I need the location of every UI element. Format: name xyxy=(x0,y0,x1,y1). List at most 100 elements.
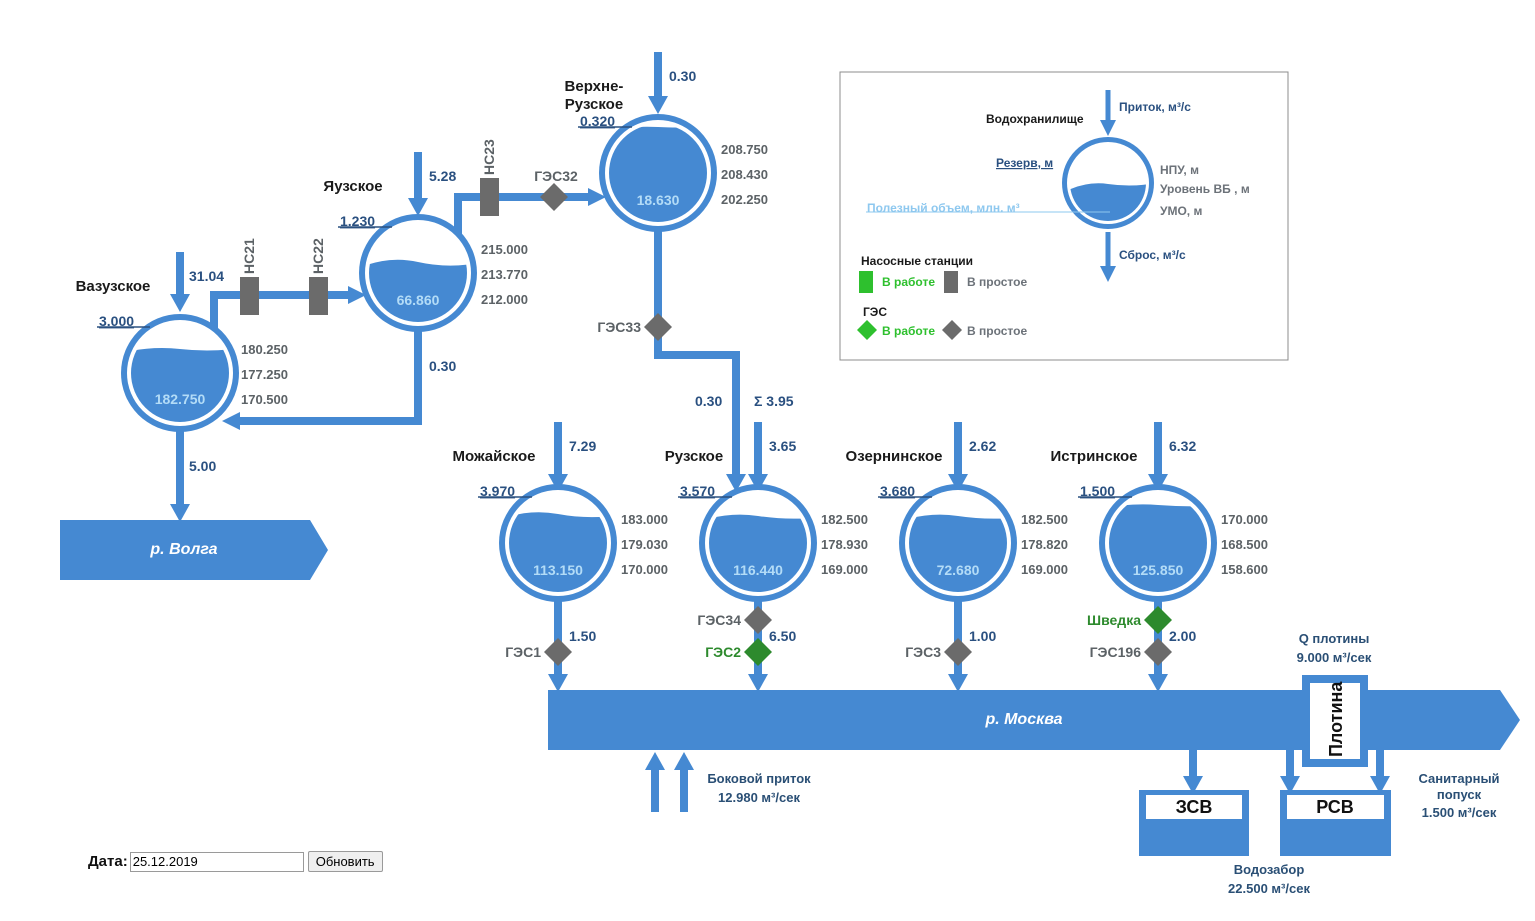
ns22-label: НС22 xyxy=(310,238,326,274)
yauzskoe-inflow: 5.28 xyxy=(429,168,456,184)
ges2-label: ГЭС2 xyxy=(705,644,741,660)
date-input[interactable] xyxy=(129,851,304,872)
reservoir-ozerninskoe[interactable]: 72.680 xyxy=(899,484,1017,602)
ruzskoe-level: 178.930 xyxy=(821,537,868,552)
legend-npu: НПУ, м xyxy=(1160,163,1199,177)
ns23-label: НС23 xyxy=(481,139,497,175)
hpp-ges1[interactable] xyxy=(544,638,572,666)
reservoir-ruzskoe[interactable]: 116.440 xyxy=(699,484,817,602)
reservoir-vazuzskoe[interactable]: 182.750 xyxy=(121,314,239,432)
moskva-river-label: р. Москва xyxy=(984,711,1062,728)
ozerninskoe-inflow: 2.62 xyxy=(969,438,996,454)
vazuzskoe-umo: 170.500 xyxy=(241,392,288,407)
ges32-label: ГЭС32 xyxy=(534,168,578,184)
ges34-label: ГЭС34 xyxy=(697,612,741,628)
intake-value: 22.500 м³/сек xyxy=(1228,881,1310,896)
pump-station-ns23[interactable] xyxy=(480,178,499,216)
mozhayskoe-reserve: 3.970 xyxy=(480,483,515,499)
ozerninskoe-reserve: 3.680 xyxy=(880,483,915,499)
legend: Водохранилище Приток, м³/с Резерв, м НПУ… xyxy=(839,71,1289,361)
legend-ges-working: В работе xyxy=(882,324,935,338)
hpp-ges34[interactable] xyxy=(744,606,772,634)
vazuzskoe-level: 177.250 xyxy=(241,367,288,382)
dam-q-title: Q плотины xyxy=(1299,631,1370,646)
legend-pump-idle: В простое xyxy=(967,275,1027,289)
verkhne-ruzskoe-name-2: Рузское xyxy=(565,96,623,113)
legend-reserve: Резерв, м xyxy=(996,156,1053,170)
zsv-label: ЗСВ xyxy=(1176,797,1213,817)
refresh-button[interactable]: Обновить xyxy=(307,851,383,872)
sanitary-line2: попуск xyxy=(1437,787,1482,802)
legend-umo: УМО, м xyxy=(1160,204,1202,218)
legend-pump-working-swatch xyxy=(859,271,873,293)
volga-river-label: р. Волга xyxy=(149,541,217,558)
ruzskoe-npu: 182.500 xyxy=(821,512,868,527)
pump-station-ns22[interactable] xyxy=(309,277,328,315)
ruzskoe-umo: 169.000 xyxy=(821,562,868,577)
pump-station-ns21[interactable] xyxy=(240,277,259,315)
ruzskoe-volume: 116.440 xyxy=(733,562,783,578)
legend-level: Уровень ВБ , м xyxy=(1160,182,1250,196)
dam[interactable]: Плотина xyxy=(1302,675,1368,767)
date-label: Дата: xyxy=(88,853,128,870)
volga-river xyxy=(60,520,328,580)
reservoir-istrinskoe[interactable]: 125.850 xyxy=(1099,484,1217,602)
legend-pump-idle-swatch xyxy=(944,271,958,293)
istrinskoe-level: 168.500 xyxy=(1221,537,1268,552)
ns21-label: НС21 xyxy=(241,238,257,274)
ruzskoe-reserve: 3.570 xyxy=(680,483,715,499)
ruzskoe-outflow: 6.50 xyxy=(769,628,796,644)
side-inflow-title: Боковой приток xyxy=(707,771,811,786)
ozerninskoe-level: 178.820 xyxy=(1021,537,1068,552)
ruzskoe-inflow-sum: Σ 3.95 xyxy=(754,393,794,409)
ozerninskoe-name: Озернинское xyxy=(846,448,943,465)
ges33-label: ГЭС33 xyxy=(597,319,641,335)
ges1-label: ГЭС1 xyxy=(505,644,541,660)
verkhne-ruzskoe-volume: 18.630 xyxy=(637,192,680,208)
mozhayskoe-volume: 113.150 xyxy=(533,562,583,578)
hpp-ges3[interactable] xyxy=(944,638,972,666)
legend-ges-idle-swatch xyxy=(942,320,962,340)
moskva-river xyxy=(548,690,1520,750)
yauzskoe-umo: 212.000 xyxy=(481,292,528,307)
ozerninskoe-umo: 169.000 xyxy=(1021,562,1068,577)
reservoir-mozhayskoe[interactable]: 113.150 xyxy=(499,484,617,602)
verkhne-ruzskoe-npu: 208.750 xyxy=(721,142,768,157)
tank-rsv[interactable]: РСВ xyxy=(1280,790,1391,856)
sanitary-line1: Санитарный xyxy=(1418,771,1499,786)
yauzskoe-volume: 66.860 xyxy=(397,292,440,308)
mozhayskoe-outflow: 1.50 xyxy=(569,628,596,644)
hpp-ges32[interactable] xyxy=(540,183,568,211)
ruzskoe-inflow: 3.65 xyxy=(769,438,796,454)
legend-ges-working-swatch xyxy=(857,320,877,340)
hpp-ges2[interactable] xyxy=(744,638,772,666)
legend-inflow: Приток, м³/с xyxy=(1119,100,1191,114)
ozerninskoe-npu: 182.500 xyxy=(1021,512,1068,527)
reservoir-verkhne-ruzskoe[interactable]: 18.630 xyxy=(599,114,717,232)
verkhne-ruzskoe-umo: 202.250 xyxy=(721,192,768,207)
mozhayskoe-umo: 170.000 xyxy=(621,562,668,577)
hpp-ges196[interactable] xyxy=(1144,638,1172,666)
hpp-ges33[interactable] xyxy=(644,313,672,341)
pipes xyxy=(176,52,1384,812)
intake-title: Водозабор xyxy=(1234,862,1305,877)
dam-q-value: 9.000 м³/сек xyxy=(1297,650,1372,665)
dam-label: Плотина xyxy=(1326,681,1346,757)
tank-zsv[interactable]: ЗСВ xyxy=(1139,790,1249,856)
yauzskoe-reserve: 1.230 xyxy=(340,213,375,229)
ges196-label: ГЭС196 xyxy=(1090,644,1142,660)
hpp-shvedka[interactable] xyxy=(1144,606,1172,634)
yauzskoe-name: Яузское xyxy=(323,178,382,195)
legend-pump-working: В работе xyxy=(882,275,935,289)
ruzskoe-name: Рузское xyxy=(665,448,723,465)
istrinskoe-name: Истринское xyxy=(1050,448,1137,465)
yauzskoe-outflow: 0.30 xyxy=(429,358,456,374)
vazuzskoe-outflow: 5.00 xyxy=(189,458,216,474)
shvedka-label: Шведка xyxy=(1087,612,1141,628)
legend-pump-title: Насосные станции xyxy=(861,254,973,268)
mozhayskoe-inflow: 7.29 xyxy=(569,438,596,454)
date-form: Дата: Обновить xyxy=(88,851,383,872)
arrow-heads xyxy=(170,96,1390,794)
reservoir-yauzskoe[interactable]: 66.860 xyxy=(359,214,477,332)
verkhne-ruzskoe-level: 208.430 xyxy=(721,167,768,182)
